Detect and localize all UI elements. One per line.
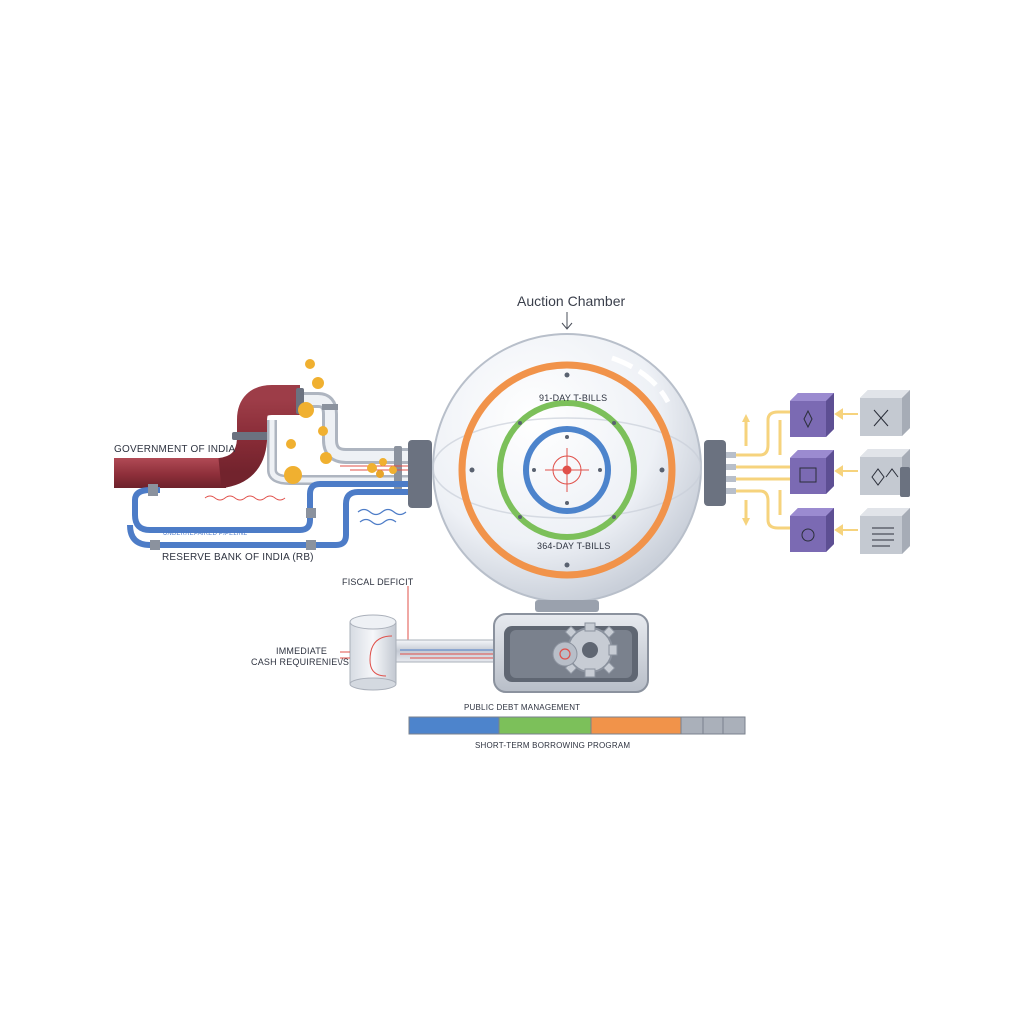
target-icon <box>545 448 589 492</box>
cash-label-line2: CASH REQUIRENIE\/S <box>251 657 350 667</box>
pipe-tag-label: UNDERREPAIRED PIPELINE <box>163 531 248 537</box>
bar-segment-2 <box>498 716 592 735</box>
borrowing-label: SHORT-TERM BORROWING PROGRAM <box>475 741 631 750</box>
public-debt-label: PUBLIC DEBT MANAGEMENT <box>464 703 581 712</box>
bar-segment-6 <box>722 716 746 735</box>
borrowing-bar <box>408 716 746 735</box>
exchange-arrows <box>834 408 858 536</box>
arrow-icon <box>561 312 573 330</box>
outer-ring <box>458 361 676 579</box>
government-label: GOVERNMENT OF INDIA <box>114 444 236 455</box>
cash-label-line1: IMMEDIATE <box>276 646 328 656</box>
inner-ring <box>523 426 611 514</box>
bar-segment-1 <box>408 716 500 735</box>
diagram-title: Auction Chamber <box>517 293 626 309</box>
right-flange <box>704 440 726 506</box>
left-flange <box>408 440 432 508</box>
debt-machine <box>493 613 649 693</box>
document-box-icon <box>860 390 910 554</box>
ring-outer-label: 91-DAY T-BILLS <box>539 393 608 403</box>
auction-chamber-sphere <box>432 333 702 612</box>
bar-segment-3 <box>590 716 682 735</box>
ring-inner-label: 364-DAY T-BILLS <box>537 541 611 551</box>
fiscal-deficit-label: FISCAL DEFICIT <box>342 577 414 587</box>
gear-icon <box>552 622 618 678</box>
rbi-blue-pipe <box>127 481 410 550</box>
middle-ring <box>497 400 637 540</box>
yellow-arrows <box>736 410 790 530</box>
bar-segment-5 <box>702 716 724 735</box>
cash-cylinder <box>340 614 397 691</box>
output-pipes <box>726 452 736 494</box>
government-pipe <box>114 385 304 488</box>
investor-box-icon <box>790 393 834 552</box>
bar-segment-4 <box>680 716 704 735</box>
rbi-label: RESERVE BANK OF INDIA (RB) <box>162 552 314 563</box>
coin-icon <box>284 359 397 484</box>
